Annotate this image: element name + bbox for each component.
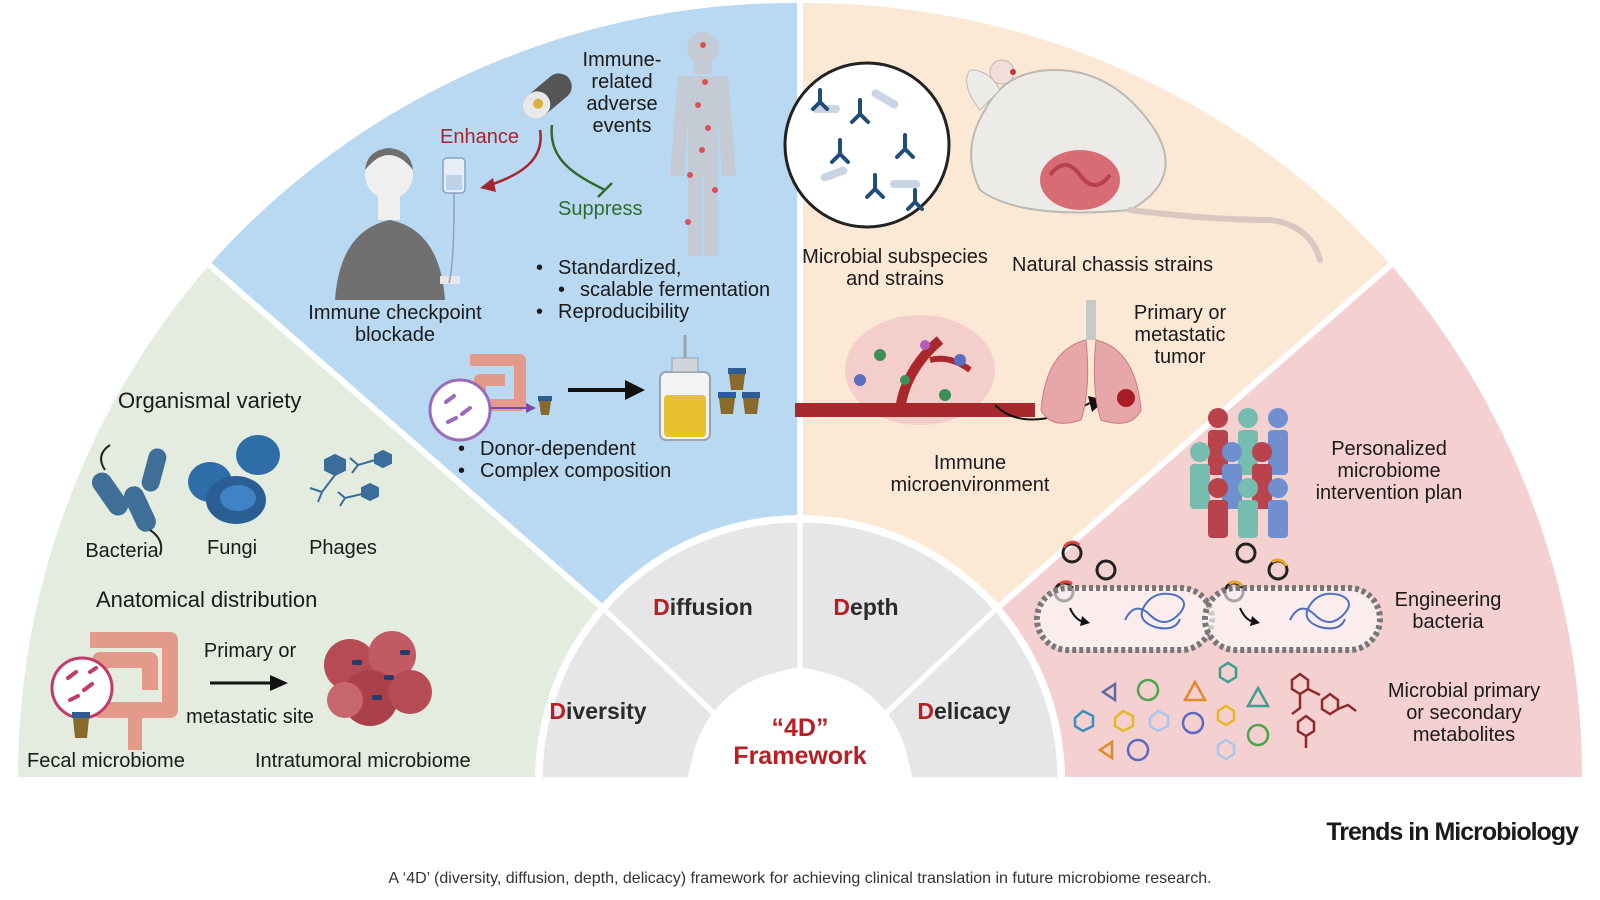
engineering-bacteria-label: Engineering bacteria (1395, 589, 1502, 633)
subspecies-label: Microbial subspecies and strains (802, 246, 988, 290)
microenvironment-line-2: microenvironment (890, 474, 1050, 496)
subspecies-line-2: and strains (846, 268, 944, 290)
depth-rest: epth (850, 594, 899, 620)
tumor-line-3: tumor (1154, 346, 1206, 368)
framework-title-line2: Framework (733, 742, 867, 770)
personalized-line-1: Personalized (1331, 438, 1447, 460)
bullet-scalable: scalable fermentation (580, 279, 771, 301)
suppress-label: Suppress (558, 198, 643, 220)
engineering-line-2: bacteria (1412, 611, 1484, 633)
diversity-initial: D (549, 698, 567, 724)
tumor-line-1: Primary or (1133, 302, 1227, 324)
subspecies-line-1: Microbial subspecies (802, 246, 988, 268)
delicacy-initial: D (917, 698, 934, 724)
patient-icon (335, 148, 460, 300)
chassis-strains-label: Natural chassis strains (1012, 254, 1214, 276)
inner-ring (535, 515, 1065, 783)
fermentation-bullets: Standardized, scalable fermentation Repr… (536, 257, 770, 323)
microenvironment-line-1: Immune (933, 452, 1007, 474)
diffusion-label: Diffusion (653, 594, 753, 621)
metabolite-icon (1073, 661, 1357, 762)
diversity-label: Diversity (549, 698, 646, 725)
delicacy-label: Delicacy (917, 698, 1010, 725)
bullet-standardized-cont: scalable fermentation (536, 279, 770, 301)
blood-vessel-icon (795, 315, 1105, 425)
irae-line-2: related (591, 71, 653, 93)
enhance-arrow (480, 129, 542, 192)
tumor-line-2: metastatic (1134, 324, 1226, 346)
fungi-label: Fungi (206, 537, 258, 559)
phage-icon (309, 449, 392, 507)
icb-line-2: blockade (354, 324, 436, 346)
bioreactor-icon (659, 335, 760, 441)
personalized-line-3: intervention plan (1315, 482, 1463, 504)
phages-label: Phages (309, 537, 377, 559)
engineered-bacteria-icon (1034, 585, 1383, 653)
engineering-line-1: Engineering (1394, 589, 1502, 611)
irae-line-1: Immune- (582, 49, 662, 71)
arrow-label-top: Primary or (203, 640, 297, 662)
bacteria-label: Bacteria (85, 540, 159, 562)
metabolites-line-2: or secondary (1406, 702, 1522, 724)
capsule-icon (522, 73, 572, 119)
metabolites-line-1: Microbial primary (1387, 680, 1541, 702)
irae-label: Immune- related adverse events (583, 49, 662, 137)
organismal-variety-title: Organismal variety (118, 388, 302, 413)
mouse-icon (966, 59, 1323, 263)
enhance-label: Enhance (440, 126, 519, 148)
irae-line-3: adverse (586, 93, 658, 115)
irae-line-4: events (592, 115, 652, 137)
icb-line-1: Immune checkpoint (308, 302, 482, 324)
framework-title-line1: “4D” (771, 714, 829, 742)
arrow-primary-metastatic (210, 675, 288, 691)
stool-cup-icon (72, 712, 90, 738)
depth-initial: D (833, 594, 851, 620)
fecal-microbiome-label: Fecal microbiome (27, 750, 185, 772)
personalized-plan-label: Personalized microbiome intervention pla… (1316, 438, 1463, 504)
gut-to-bioreactor (428, 354, 645, 442)
people-group-icon (1190, 408, 1288, 538)
depth-label: Depth (833, 594, 898, 621)
bullet-complex-composition: Complex composition (458, 460, 671, 482)
bullet-reproducibility: Reproducibility (536, 301, 770, 323)
anatomical-distribution-title: Anatomical distribution (96, 587, 318, 612)
framework-title: “4D” Framework (733, 714, 866, 770)
diffusion-rest: iffusion (669, 594, 753, 620)
diversity-rest: iversity (566, 698, 647, 724)
microbe-circle-icon (783, 61, 951, 229)
arrow-label-bottom: metastatic site (186, 706, 314, 728)
fungi-icon (188, 435, 280, 524)
figure-caption: A ‘4D’ (diversity, diffusion, depth, del… (388, 870, 1212, 887)
intratumoral-microbiome-label: Intratumoral microbiome (255, 750, 471, 772)
lung-icon (1040, 300, 1142, 424)
iv-bag-icon (442, 157, 466, 284)
bacteria-icon (91, 444, 167, 556)
metabolites-line-3: metabolites (1412, 724, 1516, 746)
bullet-standardized: Standardized, (536, 257, 770, 279)
fmt-bullets: Donor-dependent Complex composition (458, 438, 671, 482)
journal-brand: Trends in Microbiology (1326, 818, 1579, 846)
personalized-line-2: microbiome (1337, 460, 1441, 482)
delicacy-rest: elicacy (933, 698, 1011, 724)
intestine-icon (50, 632, 178, 750)
tumor-cluster-icon (324, 631, 432, 726)
human-body-icon (670, 32, 736, 256)
icb-label: Immune checkpoint blockade (308, 302, 481, 346)
metabolites-label: Microbial primary or secondary metabolit… (1388, 680, 1540, 746)
microenvironment-label: Immune microenvironment (891, 452, 1050, 496)
tumor-label: Primary or metastatic tumor (1134, 302, 1226, 368)
bullet-donor-dependent: Donor-dependent (458, 438, 671, 460)
suppress-arrow (550, 124, 613, 198)
diffusion-initial: D (653, 594, 670, 620)
